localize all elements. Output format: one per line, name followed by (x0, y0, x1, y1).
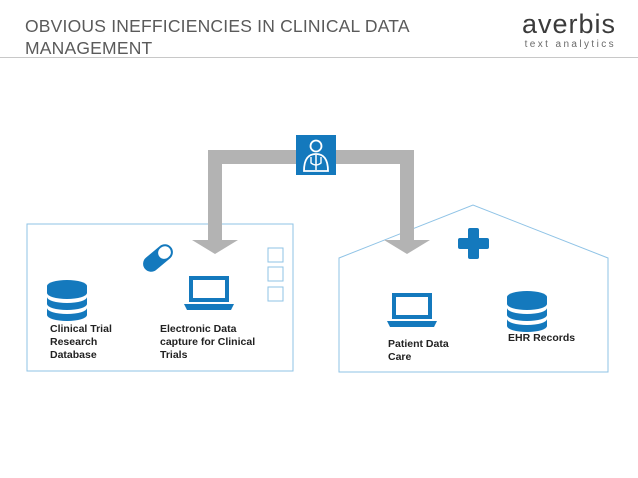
pill-icon (143, 244, 173, 272)
care-house-panel (338, 204, 609, 373)
label-line: Trials (160, 349, 188, 361)
label-line: Patient Data (388, 338, 449, 350)
left-flow-arrow (192, 150, 296, 254)
title-divider (0, 57, 638, 58)
averbis-logo: averbis text analytics (498, 10, 616, 51)
database-icon (47, 280, 87, 321)
label-line: Clinical Trial (50, 323, 112, 335)
page-title: OBVIOUS INEFFICIENCIES IN CLINICAL DATA … (25, 16, 409, 58)
electronic-data-capture-label: Electronic Data capture for Clinical Tri… (160, 323, 255, 362)
clinical-trial-database-label: Clinical Trial Research Database (50, 323, 112, 362)
label-line: Care (388, 351, 412, 363)
checkbox-icon (267, 247, 284, 302)
logo-wordmark: averbis (521, 9, 616, 39)
label-line: Research (50, 336, 98, 348)
laptop-icon (184, 276, 234, 310)
doctor-icon (296, 135, 336, 175)
laptop-icon (387, 293, 437, 327)
database-icon (507, 291, 547, 332)
label-line: Database (50, 349, 97, 361)
right-flow-arrow (336, 150, 430, 254)
medical-cross-icon (458, 228, 489, 259)
research-panel (26, 223, 294, 372)
label-line: EHR Records (508, 332, 576, 344)
patient-data-care-label: Patient Data Care (388, 338, 449, 364)
ehr-records-label: EHR Records (508, 332, 575, 345)
label-line: capture for Clinical (160, 336, 256, 348)
label-line: Electronic Data (160, 323, 237, 335)
logo-tagline: text analytics (524, 39, 616, 50)
